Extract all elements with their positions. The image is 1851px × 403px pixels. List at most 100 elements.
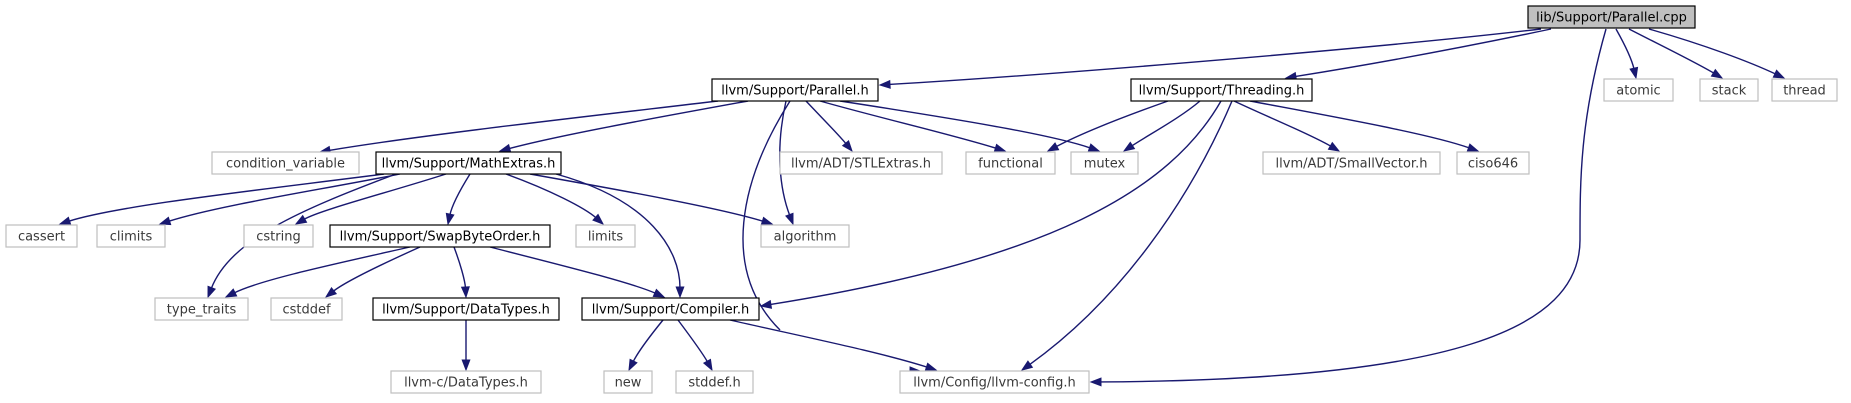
arrowhead bbox=[760, 216, 774, 226]
node-label: mutex bbox=[1084, 157, 1126, 172]
arrowhead bbox=[924, 362, 938, 372]
node-parallel-cpp[interactable]: lib/Support/Parallel.cpp bbox=[1527, 5, 1696, 29]
arrowhead bbox=[1772, 69, 1786, 79]
arrowhead bbox=[498, 143, 512, 153]
arrowhead bbox=[592, 213, 605, 225]
edge-line bbox=[729, 319, 928, 368]
node-label: llvm/Support/Threading.h bbox=[1139, 84, 1305, 99]
node-box bbox=[5, 224, 78, 248]
edge-line bbox=[1648, 28, 1777, 75]
arrowhead bbox=[628, 358, 638, 372]
node-compiler-h[interactable]: llvm/Support/Compiler.h bbox=[581, 297, 760, 321]
edge-threading_h-to-llvm_config_h bbox=[1020, 100, 1233, 371]
arrowhead bbox=[1466, 143, 1480, 152]
node-mathextras-h[interactable]: llvm/Support/MathExtras.h bbox=[375, 151, 562, 175]
edge-parallel_cpp-to-stack bbox=[1628, 28, 1724, 79]
arrowhead bbox=[759, 299, 773, 309]
node-box bbox=[1070, 151, 1139, 175]
edge-parallel_cpp-to-atomic bbox=[1615, 28, 1639, 80]
node-box bbox=[154, 297, 249, 321]
node-box bbox=[603, 370, 653, 394]
edge-line bbox=[1628, 28, 1715, 75]
node-swapbyteorder-h[interactable]: llvm/Support/SwapByteOrder.h bbox=[329, 224, 551, 248]
edge-line bbox=[677, 319, 709, 363]
node-box bbox=[899, 370, 1090, 394]
arrowhead bbox=[702, 358, 713, 372]
edge-threading_h-to-mutex bbox=[1122, 100, 1201, 152]
node-cstddef: cstddef bbox=[270, 297, 343, 321]
node-box bbox=[965, 151, 1056, 175]
node-box bbox=[1771, 78, 1838, 102]
node-threading-h[interactable]: llvm/Support/Threading.h bbox=[1130, 78, 1313, 102]
node-label: climits bbox=[110, 230, 153, 245]
node-label: cassert bbox=[18, 230, 65, 245]
node-label: llvm/Support/Compiler.h bbox=[592, 303, 749, 318]
edge-line bbox=[1028, 100, 1233, 366]
node-parallel-h[interactable]: llvm/Support/Parallel.h bbox=[711, 78, 879, 102]
node-box bbox=[1456, 151, 1530, 175]
edge-line bbox=[449, 173, 471, 216]
node-label: lib/Support/Parallel.cpp bbox=[1536, 11, 1687, 26]
node-label: llvm-c/DataTypes.h bbox=[404, 376, 528, 391]
node-box bbox=[372, 297, 560, 321]
edge-compiler_h-to-new bbox=[628, 319, 664, 372]
edge-threading_h-to-ciso646 bbox=[1249, 100, 1480, 152]
node-label: functional bbox=[978, 157, 1043, 172]
arrowhead bbox=[224, 288, 238, 298]
edge-line bbox=[1249, 100, 1470, 149]
node-box bbox=[675, 370, 754, 394]
node-label: llvm/Support/Parallel.h bbox=[721, 84, 868, 99]
node-box bbox=[1130, 78, 1313, 102]
arrowhead bbox=[58, 216, 72, 226]
node-label: llvm/Support/DataTypes.h bbox=[382, 303, 550, 318]
node-box bbox=[760, 224, 850, 248]
node-box bbox=[581, 297, 760, 321]
node-box bbox=[211, 151, 360, 175]
node-label: cstring bbox=[256, 230, 300, 245]
edge-line bbox=[489, 246, 657, 295]
node-label: new bbox=[615, 376, 642, 391]
node-label: llvm/ADT/SmallVector.h bbox=[1276, 157, 1428, 172]
edge-threading_h-to-functional bbox=[1046, 100, 1169, 152]
node-label: llvm/Support/MathExtras.h bbox=[382, 157, 556, 172]
edge-line bbox=[1233, 100, 1332, 148]
edge-mathextras_h-to-swapbyteorder_h bbox=[445, 173, 471, 226]
arrowhead bbox=[294, 214, 308, 225]
edge-line bbox=[168, 173, 401, 222]
edge-threading_h-to-smallvector_h bbox=[1233, 100, 1341, 152]
node-box bbox=[1699, 78, 1759, 102]
node-label: atomic bbox=[1616, 84, 1660, 99]
node-mutex: mutex bbox=[1070, 151, 1139, 175]
edge-parallel_h-to-mutex bbox=[839, 100, 1101, 152]
node-new: new bbox=[603, 370, 653, 394]
edge-line bbox=[529, 173, 764, 223]
edge-line bbox=[1131, 100, 1201, 147]
edge-line bbox=[1055, 100, 1169, 148]
node-box bbox=[1603, 78, 1674, 102]
edge-line bbox=[233, 246, 411, 294]
node-label: type_traits bbox=[167, 303, 237, 318]
node-stddef-h: stddef.h bbox=[675, 370, 754, 394]
node-llvm-config-h: llvm/Config/llvm-config.h bbox=[899, 370, 1090, 394]
edge-mathextras_h-to-cstring bbox=[294, 173, 447, 225]
edge-line bbox=[839, 100, 1091, 149]
arrowhead bbox=[460, 286, 470, 299]
node-atomic: atomic bbox=[1603, 78, 1674, 102]
arrowhead bbox=[1710, 68, 1724, 79]
node-box bbox=[270, 297, 343, 321]
edge-swapbyteorder_h-to-cstddef bbox=[324, 246, 421, 298]
edge-line bbox=[888, 28, 1542, 86]
edge-line bbox=[505, 173, 597, 219]
node-label: condition_variable bbox=[226, 157, 345, 172]
node-stack: stack bbox=[1699, 78, 1759, 102]
node-datatypes-h[interactable]: llvm/Support/DataTypes.h bbox=[372, 297, 560, 321]
arrowhead bbox=[1020, 360, 1034, 371]
node-label: thread bbox=[1783, 84, 1826, 99]
arrowhead bbox=[785, 212, 794, 226]
edge-parallel_h-to-functional bbox=[819, 100, 1007, 153]
arrowhead bbox=[1089, 377, 1102, 387]
edge-parallel_cpp-to-parallel_h bbox=[878, 28, 1542, 89]
edge-line bbox=[632, 319, 664, 363]
node-label: limits bbox=[588, 230, 624, 245]
edge-mathextras_h-to-climits bbox=[158, 173, 401, 226]
